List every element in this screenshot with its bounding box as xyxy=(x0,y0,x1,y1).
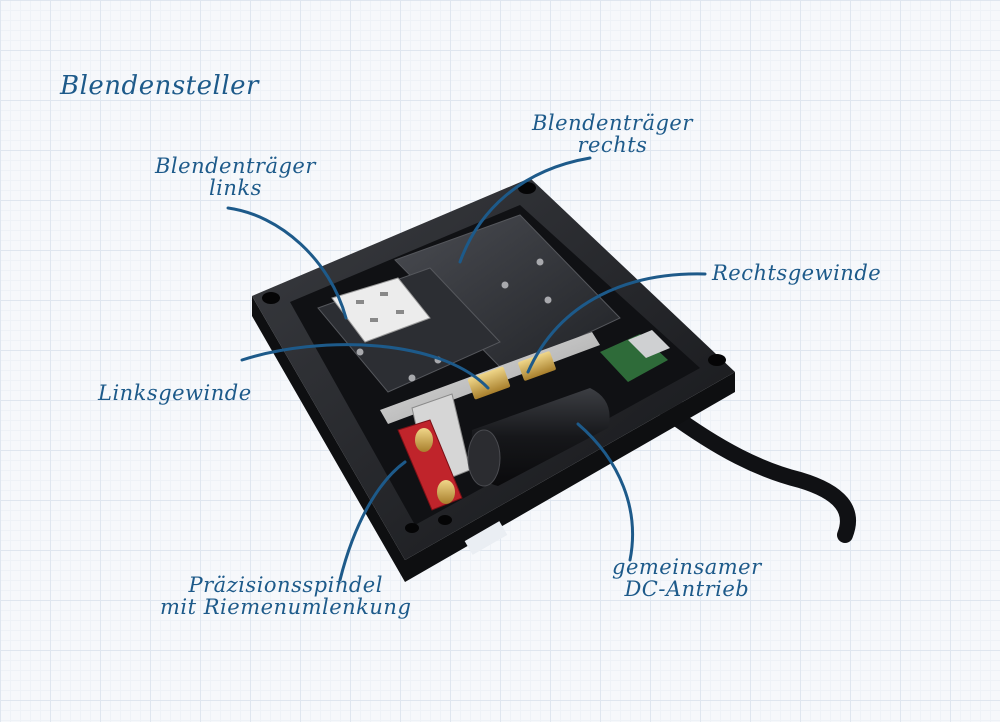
label-line: DC-Antrieb xyxy=(624,577,750,601)
product-label xyxy=(464,521,508,555)
power-cable xyxy=(660,404,856,543)
mounting-hole xyxy=(438,515,452,525)
mounting-holes xyxy=(262,182,726,533)
housing-side xyxy=(252,296,735,582)
leader-drive xyxy=(576,422,635,562)
mounting-hole xyxy=(262,292,280,304)
label-left-carrier: Blendenträger links xyxy=(155,155,316,199)
leader-left-thread xyxy=(240,343,490,390)
dc-motor xyxy=(471,388,610,486)
label-line: rechts xyxy=(577,133,648,157)
label-drive: gemeinsamer DC-Antrieb xyxy=(612,556,762,600)
blade-slot xyxy=(380,292,388,296)
label-right-carrier: Blendenträger rechts xyxy=(532,112,693,156)
left-thread-nut xyxy=(467,366,511,400)
mounting-hole xyxy=(518,182,536,194)
aperture-blade-white xyxy=(331,277,431,343)
label-spindle: Präzisionsspindel mit Riemenumlenkung xyxy=(160,574,411,618)
blade-holes xyxy=(356,292,404,322)
label-left-thread: Linksgewinde xyxy=(98,381,252,405)
screw xyxy=(501,281,509,289)
screw xyxy=(536,258,544,266)
pulley-hub xyxy=(437,480,455,504)
leader-right-carrier xyxy=(458,156,592,264)
diagram-title: Blendensteller xyxy=(60,71,259,101)
screw xyxy=(408,374,416,382)
mounting-hole xyxy=(405,523,419,533)
motor-end-cap xyxy=(467,429,501,487)
screw xyxy=(356,348,364,356)
blade-slot xyxy=(370,318,378,322)
label-line: Präzisionsspindel xyxy=(188,573,383,597)
label-line: Blendenträger xyxy=(155,154,316,178)
label-line: links xyxy=(208,176,262,200)
label-line: mit Riemenumlenkung xyxy=(160,595,412,619)
blade-slot xyxy=(396,310,404,314)
leader-right-thread xyxy=(526,272,707,374)
blade-slot xyxy=(356,300,364,304)
mounting-hole xyxy=(708,354,726,366)
screw xyxy=(544,296,552,304)
leader-left-carrier xyxy=(226,206,348,320)
leader-lines xyxy=(226,156,707,582)
pulley-hub xyxy=(415,428,433,452)
label-line: gemeinsamer xyxy=(612,555,762,579)
leader-spindle xyxy=(338,460,407,582)
label-right-thread: Rechtsgewinde xyxy=(712,261,882,285)
label-line: Blendenträger xyxy=(532,111,693,135)
pcb-connector xyxy=(628,330,670,358)
